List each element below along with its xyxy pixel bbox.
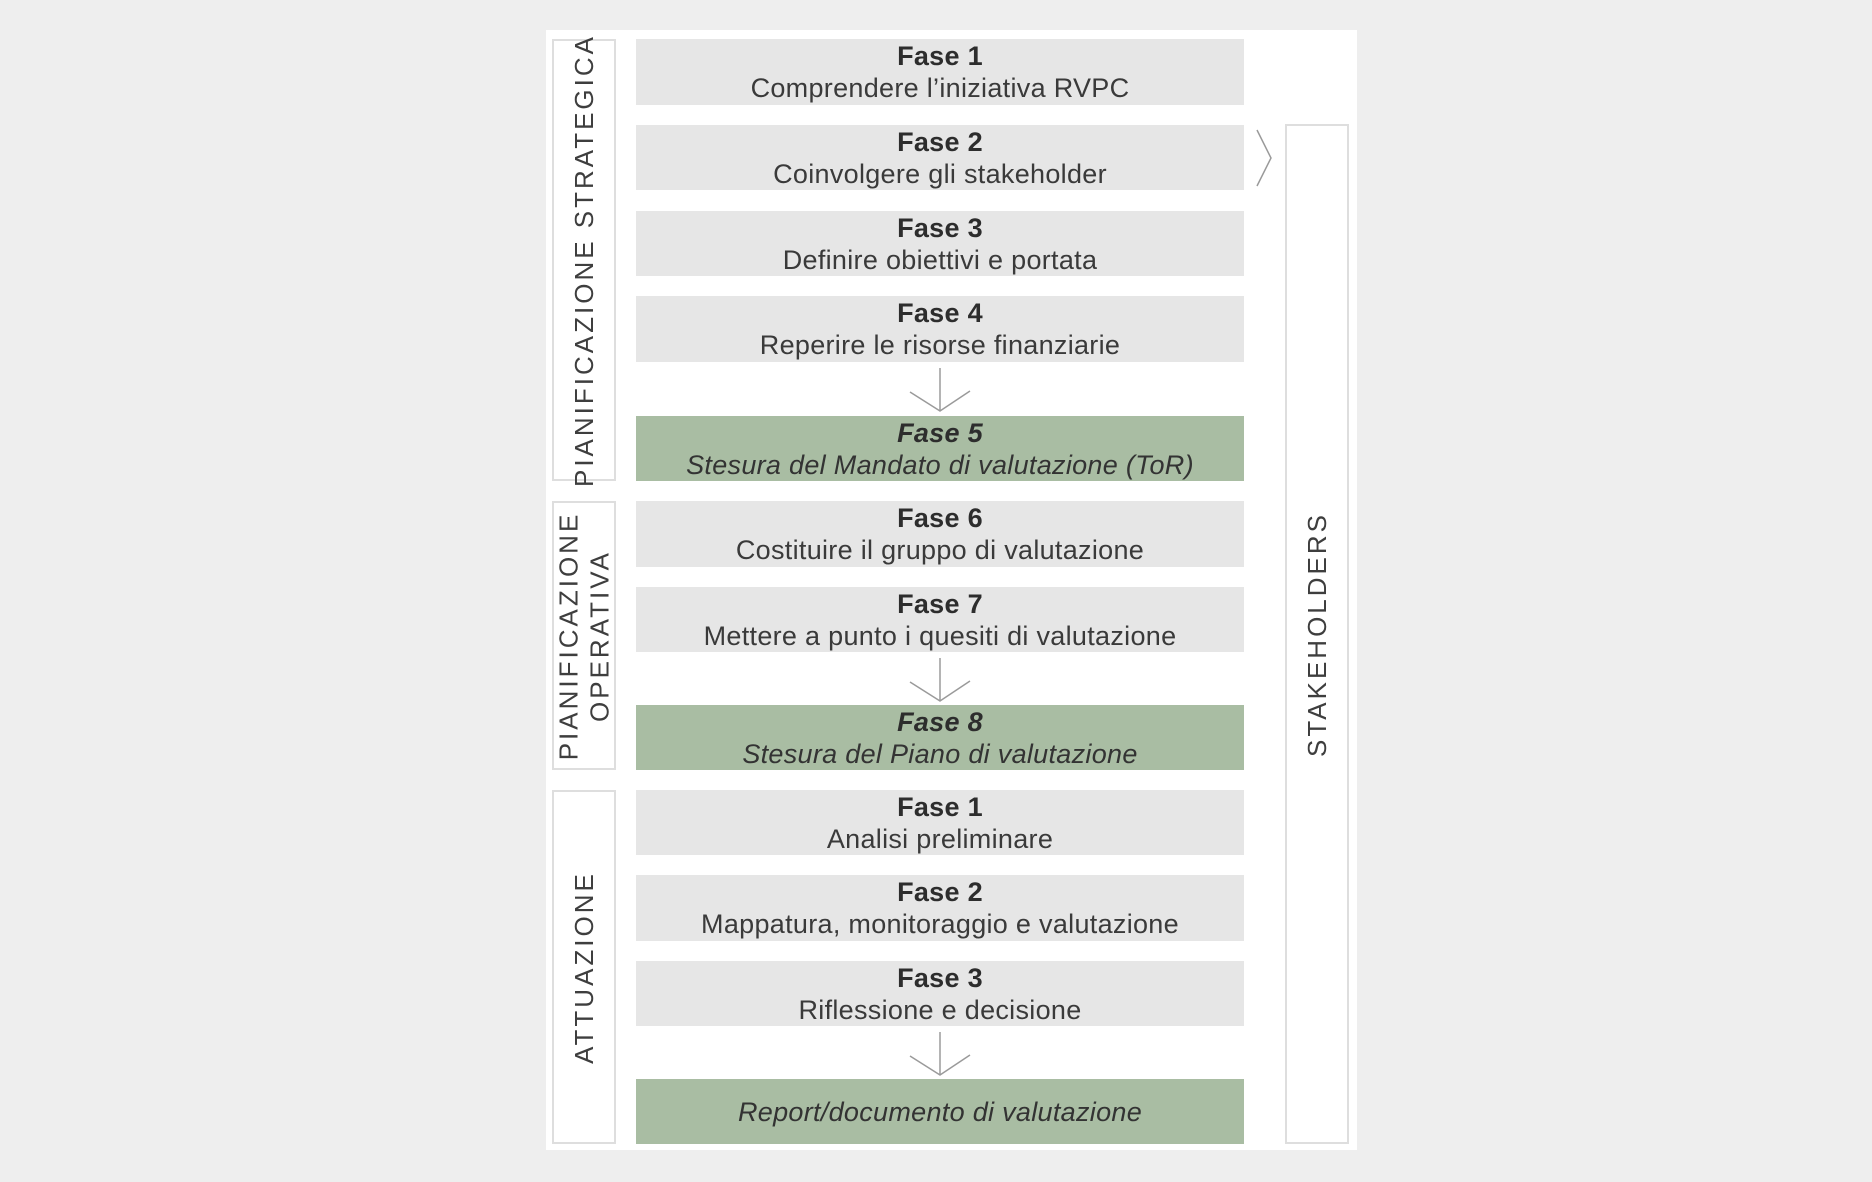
phase-title: Fase 3 bbox=[897, 962, 983, 993]
arrow-down-icon bbox=[909, 1032, 971, 1076]
phase-title: Fase 2 bbox=[897, 126, 983, 157]
phase-desc: Stesura del Piano di valutazione bbox=[742, 738, 1138, 769]
section-label-attuazione: ATTUAZIONE bbox=[552, 790, 616, 1144]
section-label-text: PIANIFICAZIONE OPERATIVA bbox=[553, 511, 615, 760]
phase-title: Fase 8 bbox=[897, 706, 983, 737]
section-label-line2: OPERATIVA bbox=[584, 549, 615, 722]
section-label-text: ATTUAZIONE bbox=[568, 870, 599, 1064]
phase-desc: Definire obiettivi e portata bbox=[782, 244, 1098, 275]
phase-box-fase1-attuazione: Fase 1 Analisi preliminare bbox=[636, 790, 1244, 855]
phase-desc: Costituire il gruppo di valutazione bbox=[735, 535, 1145, 565]
phase-box-fase8-piano: Fase 8 Stesura del Piano di valutazione bbox=[636, 705, 1244, 770]
phase-desc: Comprendere l’iniziativa RVPC bbox=[750, 73, 1130, 103]
phase-title: Fase 1 bbox=[897, 41, 983, 71]
phase-desc: Reperire le risorse finanziarie bbox=[759, 330, 1121, 360]
phase-box-fase3-strategica: Fase 3 Definire obiettivi e portata bbox=[636, 211, 1244, 276]
report-box: Report/documento di valutazione bbox=[636, 1079, 1244, 1144]
phase-box-fase5-mandato: Fase 5 Stesura del Mandato di valutazion… bbox=[636, 416, 1244, 481]
section-label-line1: PIANIFICAZIONE bbox=[553, 511, 584, 760]
phase-box-fase3-attuazione: Fase 3 Riflessione e decisione bbox=[636, 961, 1244, 1026]
phase-title: Fase 4 bbox=[897, 298, 983, 328]
phase-desc: Riflessione e decisione bbox=[798, 994, 1082, 1025]
phase-box-fase2-attuazione: Fase 2 Mappatura, monitoraggio e valutaz… bbox=[636, 875, 1244, 941]
section-label-pianificazione-strategica: PIANIFICAZIONE STRATEGICA bbox=[552, 33, 616, 487]
section-label-pianificazione-operativa: PIANIFICAZIONE OPERATIVA bbox=[552, 501, 616, 770]
phase-desc: Mettere a punto i quesiti di valutazione bbox=[703, 620, 1177, 651]
phase-title: Fase 1 bbox=[897, 791, 983, 822]
phase-box-fase6-operativa: Fase 6 Costituire il gruppo di valutazio… bbox=[636, 501, 1244, 567]
phase-desc: Coinvolgere gli stakeholder bbox=[773, 158, 1107, 189]
phase-title: Fase 3 bbox=[897, 212, 983, 243]
chevron-right-icon bbox=[1256, 129, 1272, 187]
arrow-down-icon bbox=[909, 368, 971, 412]
phase-desc: Analisi preliminare bbox=[826, 823, 1054, 854]
phase-desc: Report/documento di valutazione bbox=[737, 1096, 1143, 1127]
phase-box-fase4-strategica: Fase 4 Reperire le risorse finanziarie bbox=[636, 296, 1244, 362]
phase-box-fase1-strategica: Fase 1 Comprendere l’iniziativa RVPC bbox=[636, 39, 1244, 105]
flow-diagram-panel: PIANIFICAZIONE STRATEGICA PIANIFICAZIONE… bbox=[546, 30, 1357, 1150]
arrow-down-icon bbox=[909, 658, 971, 702]
phase-desc: Mappatura, monitoraggio e valutazione bbox=[701, 909, 1179, 939]
phase-title: Fase 5 bbox=[897, 417, 983, 448]
phase-box-fase7-operativa: Fase 7 Mettere a punto i quesiti di valu… bbox=[636, 587, 1244, 652]
phase-title: Fase 6 bbox=[897, 503, 983, 533]
phase-title: Fase 7 bbox=[897, 588, 983, 619]
stakeholders-label-box: STAKEHOLDERS bbox=[1285, 124, 1349, 1144]
phase-box-fase2-strategica: Fase 2 Coinvolgere gli stakeholder bbox=[636, 125, 1244, 190]
section-label-text: PIANIFICAZIONE STRATEGICA bbox=[568, 33, 599, 487]
stakeholders-label-text: STAKEHOLDERS bbox=[1301, 511, 1332, 757]
phase-desc: Stesura del Mandato di valutazione (ToR) bbox=[686, 449, 1194, 480]
phase-title: Fase 2 bbox=[897, 877, 983, 907]
